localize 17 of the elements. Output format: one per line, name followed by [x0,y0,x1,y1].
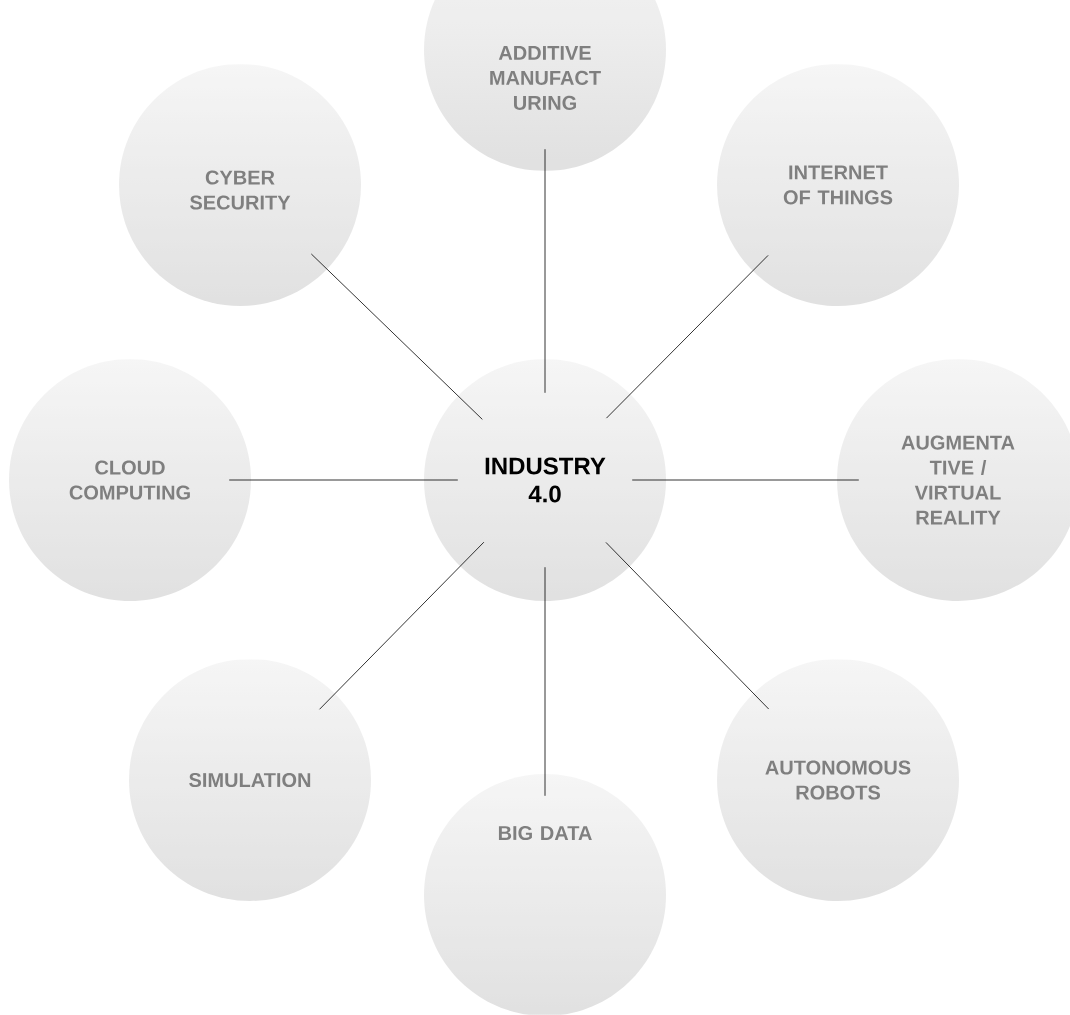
circle-label: AUGMENTA TIVE / VIRTUAL REALITY [901,435,1015,525]
connector-line [544,148,546,394]
connector-line [319,541,485,710]
circle-label: ADDITIVE MANUFACT URING [490,46,601,110]
circle-label: SIMULATION [189,772,311,788]
circle-label: INTERNET OF THINGS [783,165,893,205]
connector-line [631,479,860,481]
connector-line [310,253,483,420]
circle-label: CYBER SECURITY [190,170,291,210]
connector-line [605,542,770,710]
connector-line [544,566,546,797]
circle-label: BIG DATA [498,825,592,841]
circle-label: AUTONOMOUS ROBOTS [765,760,911,800]
circle-label: CLOUD COMPUTING [69,460,190,500]
connector-line [228,479,459,481]
connector-line [606,255,769,419]
circle-label: INDUSTRY 4.0 [485,457,606,503]
